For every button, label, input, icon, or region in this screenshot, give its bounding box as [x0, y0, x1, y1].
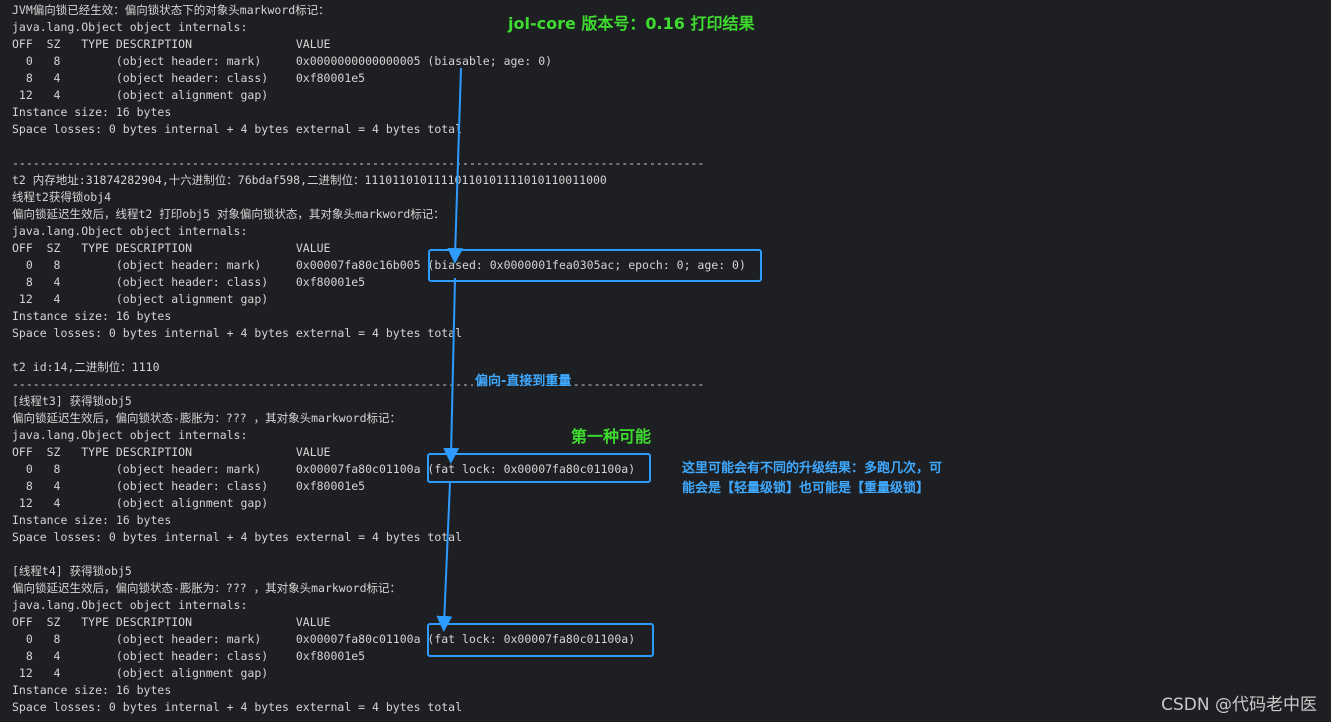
output-line: 8 4 (object header: class) 0xf80001e5	[12, 275, 366, 289]
output-line: 0 8 (object header: mark) 0x00007fa80c16…	[12, 258, 746, 272]
output-line: OFF SZ TYPE DESCRIPTION VALUE	[12, 241, 331, 255]
output-line: Instance size: 16 bytes	[12, 513, 172, 527]
output-line: t2 id:14,二进制位：1110	[12, 360, 160, 374]
output-line: 8 4 (object header: class) 0xf80001e5	[12, 479, 366, 493]
output-line: Space losses: 0 bytes internal + 4 bytes…	[12, 122, 463, 136]
annotation-first-possibility: 第一种可能	[571, 427, 652, 446]
annotation-biased-to-heavy: 偏向-直接到重量	[473, 372, 574, 392]
output-line: Instance size: 16 bytes	[12, 105, 172, 119]
output-line: 12 4 (object alignment gap)	[12, 666, 269, 680]
output-line: t2 内存地址:31874282904,十六进制位：76bdaf598,二进制位…	[12, 173, 607, 187]
output-line: 偏向锁延迟生效后，线程t2 打印obj5 对象偏向锁状态，其对象头markwor…	[12, 207, 445, 221]
output-line: ----------------------------------------…	[12, 156, 705, 170]
output-line: 12 4 (object alignment gap)	[12, 88, 269, 102]
annotation-version-title: jol-core 版本号：0.16 打印结果	[508, 14, 755, 33]
output-line: java.lang.Object object internals:	[12, 598, 248, 612]
output-line: 偏向锁延迟生效后，偏向锁状态-膨胀为：??? ，其对象头markword标记：	[12, 581, 402, 595]
arrow-2	[443, 277, 460, 464]
output-line: Space losses: 0 bytes internal + 4 bytes…	[12, 530, 463, 544]
output-line: 0 8 (object header: mark) 0x000000000000…	[12, 54, 553, 68]
output-line: Instance size: 16 bytes	[12, 309, 172, 323]
output-line: JVM偏向锁已经生效：偏向锁状态下的对象头markword标记：	[12, 3, 330, 17]
output-line: 偏向锁延迟生效后，偏向锁状态-膨胀为：??? ，其对象头markword标记：	[12, 411, 402, 425]
output-line: java.lang.Object object internals:	[12, 428, 248, 442]
highlight-biased	[428, 249, 762, 282]
output-line: java.lang.Object object internals:	[12, 224, 248, 238]
output-line: 12 4 (object alignment gap)	[12, 496, 269, 510]
output-line: OFF SZ TYPE DESCRIPTION VALUE	[12, 615, 331, 629]
output-line: [线程t3] 获得锁obj5	[12, 394, 132, 408]
output-line: 8 4 (object header: class) 0xf80001e5	[12, 649, 366, 663]
output-line: 8 4 (object header: class) 0xf80001e5	[12, 71, 366, 85]
output-line: 12 4 (object alignment gap)	[12, 292, 269, 306]
highlight-fat-lock-t3	[427, 453, 651, 483]
output-line: 0 8 (object header: mark) 0x00007fa80c01…	[12, 462, 636, 476]
arrow-3	[436, 481, 453, 632]
watermark: CSDN @代码老中医	[1161, 695, 1317, 715]
annotation-note-line1: 这里可能会有不同的升级结果：多跑几次，可	[682, 461, 943, 476]
output-line: java.lang.Object object internals:	[12, 20, 248, 34]
output-line: OFF SZ TYPE DESCRIPTION VALUE	[12, 37, 331, 51]
output-line: OFF SZ TYPE DESCRIPTION VALUE	[12, 445, 331, 459]
output-line: Space losses: 0 bytes internal + 4 bytes…	[12, 700, 463, 714]
annotation-note-line2: 能会是【轻量级锁】也可能是【重量级锁】	[682, 481, 930, 496]
output-line: Instance size: 16 bytes	[12, 683, 172, 697]
output-line: 0 8 (object header: mark) 0x00007fa80c01…	[12, 632, 636, 646]
output-line: 线程t2获得锁obj4	[12, 190, 112, 204]
highlight-fat-lock-t4	[427, 623, 654, 657]
arrow-1	[447, 67, 464, 264]
output-line: [线程t4] 获得锁obj5	[12, 564, 132, 578]
